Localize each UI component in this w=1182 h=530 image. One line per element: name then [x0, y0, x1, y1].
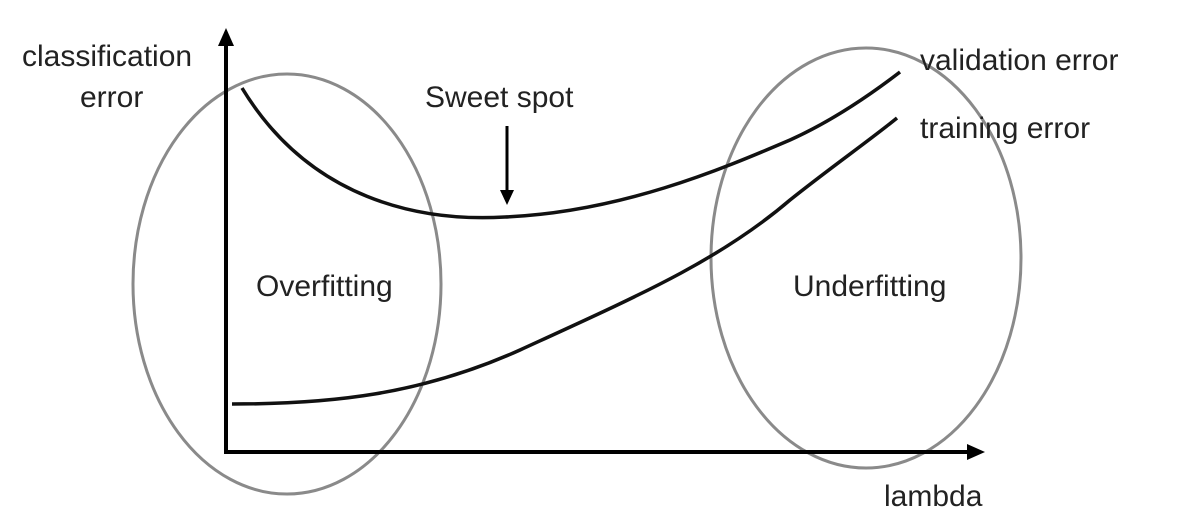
- y-axis-arrowhead: [218, 28, 234, 46]
- overfitting-label: Overfitting: [256, 270, 393, 303]
- y-axis-label-line1: classification: [22, 40, 192, 73]
- underfitting-label: Underfitting: [793, 270, 946, 303]
- x-axis-label: lambda: [884, 480, 983, 513]
- sweet-spot-arrowhead: [500, 190, 514, 205]
- validation-error-label: validation error: [920, 44, 1118, 77]
- training-error-label: training error: [920, 112, 1090, 145]
- validation-error-curve: [240, 70, 902, 220]
- underfitting-region: [709, 46, 1023, 470]
- overfitting-region: [131, 72, 443, 496]
- x-axis-arrowhead: [967, 444, 985, 460]
- training-error-curve: [231, 116, 899, 406]
- y-axis-label-line2: error: [80, 81, 143, 114]
- sweet-spot-label: Sweet spot: [425, 81, 574, 114]
